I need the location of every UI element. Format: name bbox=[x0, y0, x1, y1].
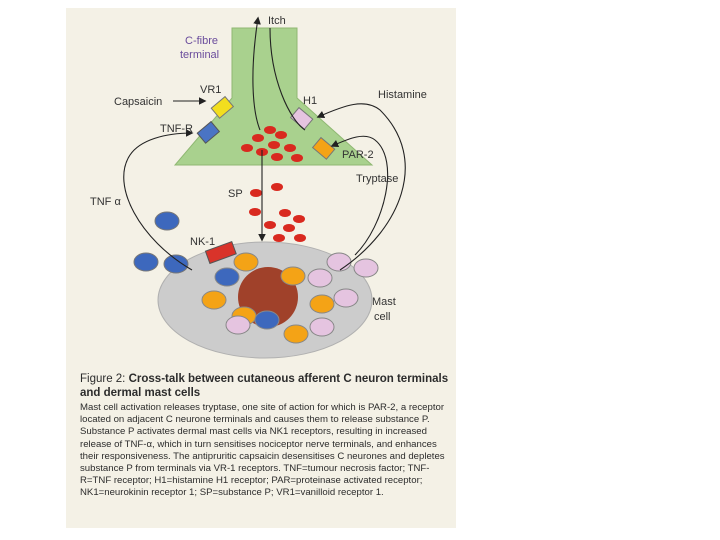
sp-label: SP bbox=[228, 188, 243, 200]
sp-vesicle bbox=[294, 234, 306, 242]
granule-orange bbox=[201, 290, 227, 310]
sp-vesicle bbox=[271, 183, 283, 191]
granule-orange bbox=[309, 294, 335, 314]
sp-vesicle bbox=[249, 208, 261, 216]
granule-pink bbox=[333, 288, 359, 308]
c-fibre-label-line2: terminal bbox=[180, 49, 219, 61]
granule-pink bbox=[307, 268, 333, 288]
itch-signal-path bbox=[269, 27, 306, 131]
itch-arrow bbox=[252, 16, 261, 131]
par2-label: PAR-2 bbox=[342, 149, 374, 161]
h1-label: H1 bbox=[303, 95, 317, 107]
nk1-label: NK-1 bbox=[190, 236, 215, 248]
vr1-receptor bbox=[210, 95, 235, 119]
granule-pink bbox=[309, 317, 335, 337]
granule-blue bbox=[154, 211, 180, 231]
granule-pink bbox=[326, 252, 352, 272]
mast-cell-label-line2: cell bbox=[374, 311, 391, 323]
sp-vesicle bbox=[264, 221, 276, 229]
tnf-r-label: TNF-R bbox=[160, 123, 193, 135]
arrows bbox=[123, 16, 406, 271]
sp-vesicle bbox=[291, 154, 303, 162]
granule-orange bbox=[280, 266, 306, 286]
sp-vesicle bbox=[268, 141, 280, 149]
vr1-label: VR1 bbox=[200, 84, 221, 96]
caption-heading: Figure 2: Cross-talk between cutaneous a… bbox=[80, 372, 450, 400]
granule-blue bbox=[254, 310, 280, 330]
figure-caption: Figure 2: Cross-talk between cutaneous a… bbox=[80, 372, 450, 500]
c-fibre-label-line1: C-fibre bbox=[185, 35, 218, 47]
tnf-alpha-label: TNF α bbox=[90, 196, 121, 208]
sp-vesicle bbox=[252, 134, 264, 142]
granule-blue bbox=[133, 252, 159, 272]
histamine-label: Histamine bbox=[378, 89, 427, 101]
mast-cell-granules bbox=[201, 252, 359, 344]
par2-receptor bbox=[311, 136, 336, 160]
sp-vesicle bbox=[284, 144, 296, 152]
sp-vesicle bbox=[279, 209, 291, 217]
c-fibre-terminal bbox=[173, 27, 374, 166]
substance-p-vesicles-terminal bbox=[241, 126, 303, 162]
sp-vesicle bbox=[293, 215, 305, 223]
tnf-r-receptor bbox=[196, 120, 221, 144]
granule-orange bbox=[283, 324, 309, 344]
granule-orange bbox=[233, 252, 259, 272]
capsaicin-label: Capsaicin bbox=[114, 96, 162, 108]
histamine-arrow bbox=[316, 103, 406, 271]
granule-pink bbox=[225, 315, 251, 335]
mast-cell-label-line1: Mast bbox=[372, 296, 396, 308]
granule-pink bbox=[353, 258, 379, 278]
figure-number: Figure 2: bbox=[80, 373, 126, 385]
granule-blue bbox=[163, 254, 189, 274]
tnf-alpha-arrow bbox=[123, 129, 194, 271]
granule-blue bbox=[214, 267, 240, 287]
nk1-receptor bbox=[204, 240, 237, 265]
itch-label: Itch bbox=[268, 15, 286, 27]
sp-vesicle bbox=[273, 234, 285, 242]
caption-body: Mast cell activation releases tryptase, … bbox=[80, 402, 445, 499]
sp-vesicle bbox=[264, 126, 276, 134]
substance-p-released bbox=[249, 183, 306, 242]
tryptase-arrow bbox=[330, 135, 389, 256]
sp-vesicle bbox=[271, 153, 283, 161]
tryptase-label: Tryptase bbox=[356, 173, 398, 185]
figure-title: Cross-talk between cutaneous afferent C … bbox=[80, 373, 449, 399]
sp-vesicle bbox=[283, 224, 295, 232]
sp-vesicle bbox=[250, 189, 262, 197]
sp-vesicle bbox=[275, 131, 287, 139]
sp-vesicle bbox=[241, 144, 253, 152]
